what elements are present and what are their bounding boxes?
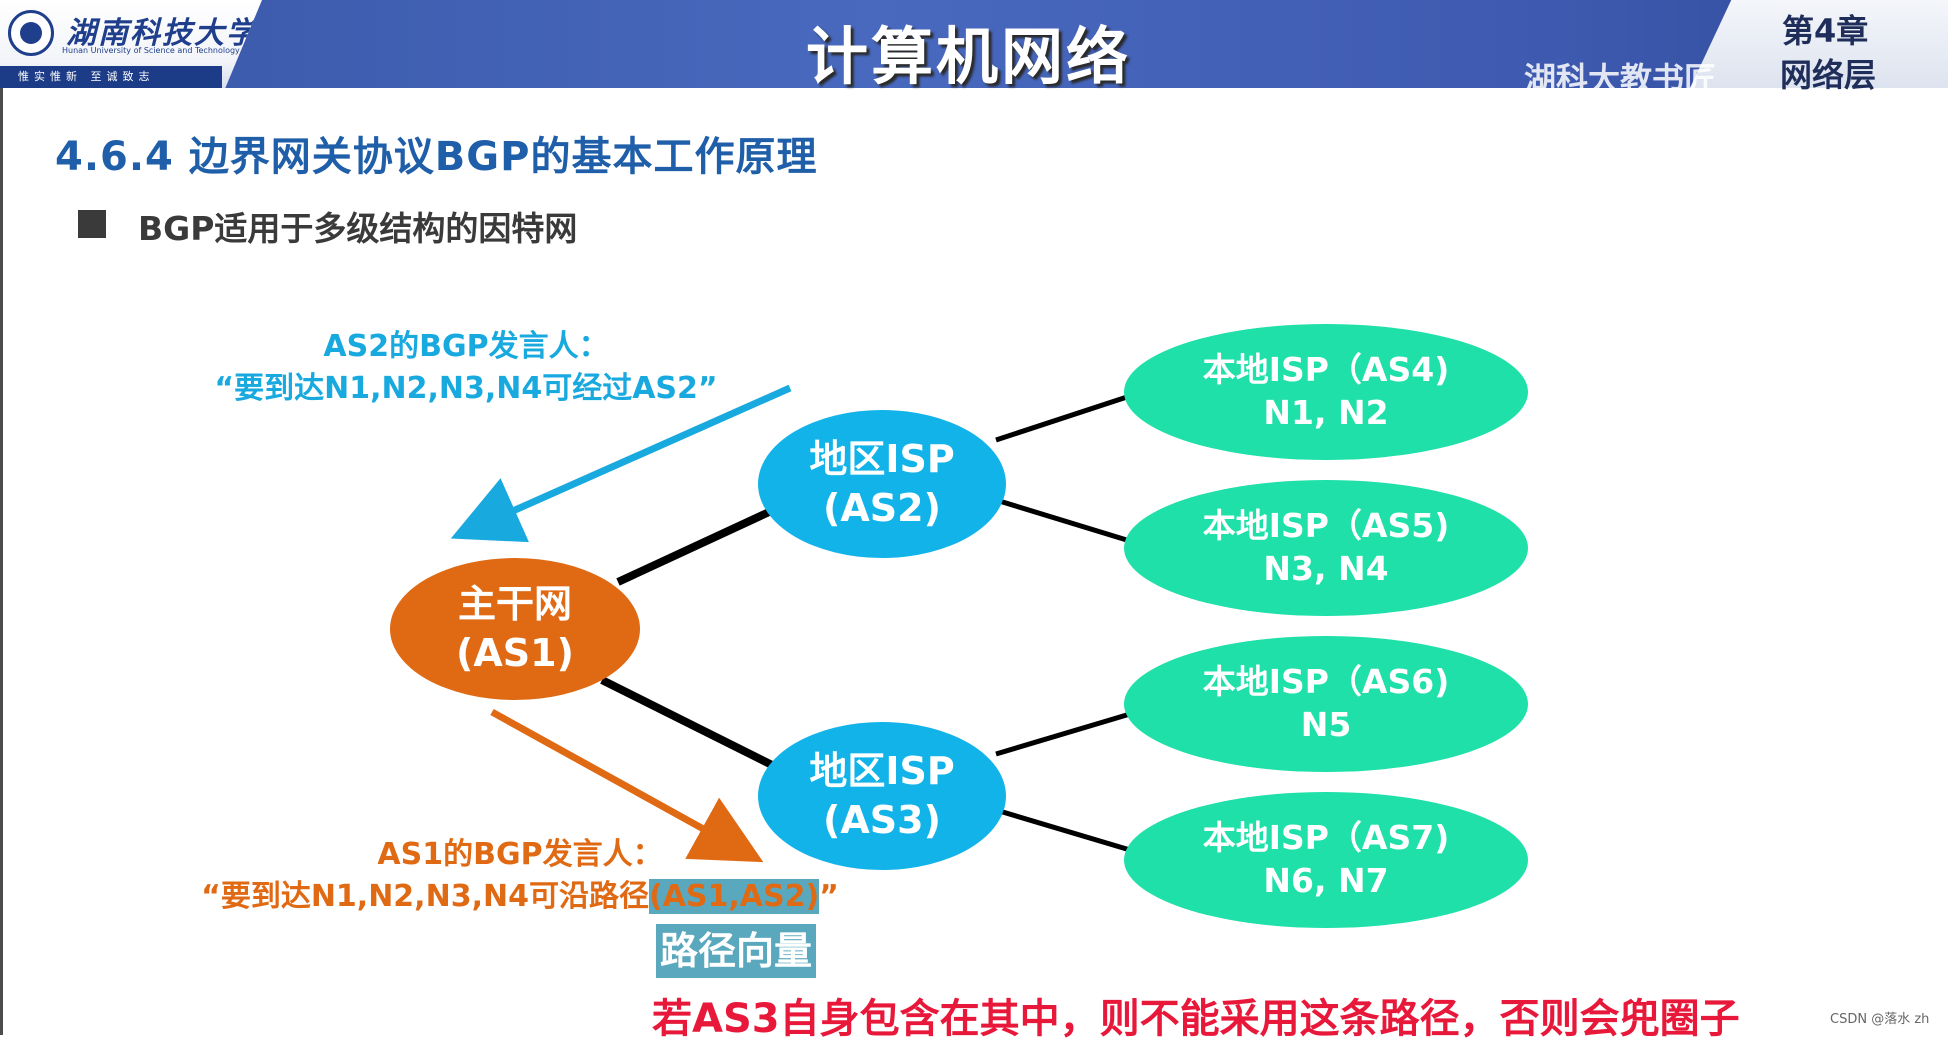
node-regional-as3: 地区ISP (AS3) bbox=[758, 722, 1006, 870]
node-label: 本地ISP（AS5) bbox=[1202, 506, 1450, 546]
course-title: 计算机网络 bbox=[806, 20, 1132, 93]
university-emblem-icon bbox=[8, 10, 54, 56]
university-logo: 湖南科技大学 Hunan University of Science and T… bbox=[0, 0, 262, 88]
node-label: N3, N4 bbox=[1263, 549, 1389, 588]
annotation-heading: AS2的BGP发言人： bbox=[323, 329, 609, 364]
arrow-as2-to-as1 bbox=[450, 384, 792, 543]
node-local-as4: 本地ISP（AS4) N1, N2 bbox=[1124, 324, 1528, 460]
chapter-label: 第4章 bbox=[1782, 12, 1869, 50]
node-label: 本地ISP（AS4) bbox=[1202, 350, 1450, 390]
annotation-as2-speaker: AS2的BGP发言人： “要到达N1,N2,N3,N4可经过AS2” bbox=[196, 326, 736, 410]
annotation-quote: “要到达N1,N2,N3,N4可经过AS2” bbox=[214, 371, 718, 406]
bullet-square-icon bbox=[78, 210, 106, 238]
node-label: N1, N2 bbox=[1263, 393, 1389, 432]
node-backbone-as1: 主干网 (AS1) bbox=[390, 558, 640, 700]
node-label: (AS2) bbox=[823, 486, 941, 530]
slide-left-border bbox=[0, 88, 3, 1035]
annotation-as1-speaker: AS1的BGP发言人： “要到达N1,N2,N3,N4可沿路径(AS1,AS2)… bbox=[180, 834, 860, 918]
link-as3-as7 bbox=[995, 807, 1131, 853]
node-label: 本地ISP（AS6) bbox=[1202, 662, 1450, 702]
watermark: 湖科大教书匠 bbox=[1524, 60, 1717, 98]
link-as3-as6 bbox=[995, 711, 1131, 757]
annotation-quote: “要到达N1,N2,N3,N4可沿路径(AS1,AS2)” bbox=[180, 876, 860, 918]
path-highlight: (AS1,AS2) bbox=[648, 879, 820, 914]
path-vector-label: 路径向量 bbox=[656, 924, 817, 978]
link-as2-as5 bbox=[995, 497, 1131, 544]
logo-motto: 惟实惟新 至诚致志 bbox=[0, 66, 222, 88]
node-label: N5 bbox=[1300, 705, 1352, 744]
node-label: 地区ISP bbox=[809, 748, 955, 793]
bullet-text: BGP适用于多级结构的因特网 bbox=[138, 209, 578, 248]
loop-warning: 若AS3自身包含在其中，则不能采用这条路径，否则会兜圈子 bbox=[652, 996, 1740, 1042]
annotation-quote-suffix: ” bbox=[819, 879, 839, 914]
chapter-subtitle: 网络层 bbox=[1780, 56, 1877, 94]
arrow-as1-to-as3 bbox=[490, 708, 764, 863]
logo-text: 湖南科技大学 bbox=[66, 16, 258, 51]
section-title: 4.6.4 边界网关协议BGP的基本工作原理 bbox=[55, 134, 818, 180]
link-as1-as2 bbox=[616, 502, 784, 586]
node-local-as6: 本地ISP（AS6) N5 bbox=[1124, 636, 1528, 772]
credit-watermark: CSDN @落水 zh bbox=[1830, 1012, 1930, 1027]
chapter-panel bbox=[1690, 0, 1948, 88]
node-regional-as2: 地区ISP (AS2) bbox=[758, 410, 1006, 558]
node-label: N6, N7 bbox=[1263, 861, 1389, 900]
node-label: (AS3) bbox=[823, 798, 941, 842]
slide-header bbox=[0, 0, 1948, 88]
node-label: 地区ISP bbox=[809, 436, 955, 481]
node-label: 本地ISP（AS7) bbox=[1202, 818, 1450, 858]
node-local-as7: 本地ISP（AS7) N6, N7 bbox=[1124, 792, 1528, 928]
annotation-heading: AS1的BGP发言人： bbox=[377, 837, 663, 872]
logo-english: Hunan University of Science and Technolo… bbox=[62, 46, 240, 55]
link-as2-as4 bbox=[995, 393, 1131, 443]
link-as1-as3 bbox=[600, 676, 784, 774]
node-local-as5: 本地ISP（AS5) N3, N4 bbox=[1124, 480, 1528, 616]
node-label: (AS1) bbox=[456, 631, 574, 675]
annotation-quote-prefix: “要到达N1,N2,N3,N4可沿路径 bbox=[201, 879, 649, 914]
node-label: 主干网 bbox=[457, 581, 572, 626]
